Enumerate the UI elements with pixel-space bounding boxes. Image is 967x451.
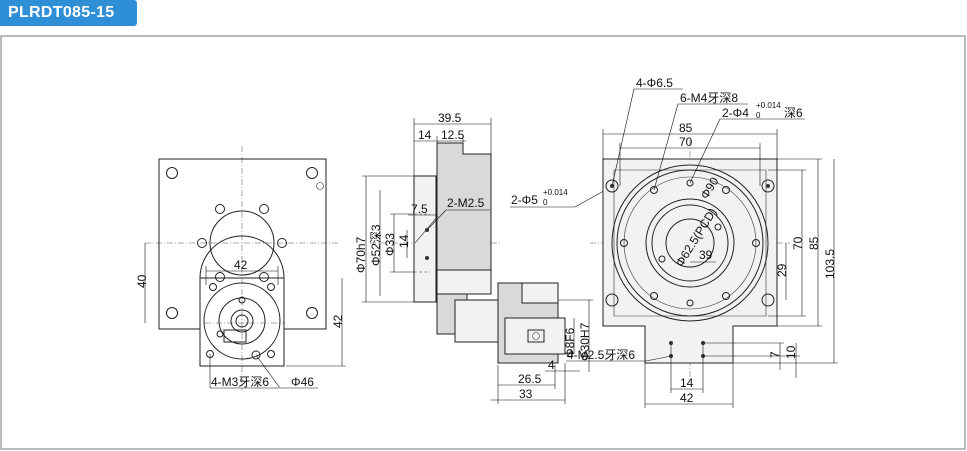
note-phi4-tol0: 0 bbox=[756, 111, 761, 120]
note-phi5-tol0: 0 bbox=[543, 198, 548, 207]
dim-85-right: 85 bbox=[807, 236, 821, 250]
note-2-m2-5: 2-M2.5 bbox=[447, 196, 485, 210]
note-phi46: Φ46 bbox=[291, 375, 314, 389]
front-view: 4-Φ6.5 6-M4牙深8 2-Φ4 +0.014 0 深6 85 70 Φ9… bbox=[566, 76, 838, 408]
dim-40: 40 bbox=[135, 274, 149, 288]
dim-14-top: 14 bbox=[418, 128, 432, 142]
dim-39-5: 39.5 bbox=[438, 111, 462, 125]
note-phi4-depth: 深6 bbox=[784, 106, 803, 120]
dim-phi70h7: Φ70h7 bbox=[354, 236, 368, 273]
note-2-phi5: 2-Φ5 bbox=[511, 193, 538, 207]
drawing-border bbox=[0, 35, 966, 450]
dim-103-5: 103.5 bbox=[823, 249, 837, 279]
dim-85-top: 85 bbox=[679, 121, 693, 135]
dim-phi52: Φ52深3 bbox=[369, 224, 383, 266]
note-4-m2-5: 4-M2.5牙深6 bbox=[567, 348, 635, 362]
dim-26-5: 26.5 bbox=[518, 372, 542, 386]
dim-42-right: 42 bbox=[331, 314, 345, 328]
dim-42-top: 42 bbox=[234, 258, 248, 272]
dim-phi30h7: Φ30H7 bbox=[578, 322, 592, 361]
left-view: 42 40 42 4-M3牙深6 Φ46 bbox=[135, 146, 346, 390]
note-2-phi4: 2-Φ4 bbox=[722, 106, 749, 120]
note-phi5-tol: +0.014 bbox=[543, 188, 568, 197]
dim-14-vert: 14 bbox=[397, 234, 411, 248]
dim-14-bottom: 14 bbox=[680, 376, 694, 390]
dim-29: 29 bbox=[775, 263, 789, 277]
note-4-phi6-5: 4-Φ6.5 bbox=[636, 76, 673, 90]
note-6-m4: 6-M4牙深8 bbox=[680, 91, 738, 105]
model-title-tag: PLRDT085-15 bbox=[0, 0, 137, 26]
dim-phi8f6: Φ8F6 bbox=[563, 327, 577, 358]
side-view: 39.5 14 12.5 7.5 2-M2.5 Φ70h7 Φ52深3 Φ33 … bbox=[354, 111, 628, 404]
note-4-m3: 4-M3牙深6 bbox=[211, 375, 269, 389]
dim-42-bottom: 42 bbox=[680, 391, 694, 405]
dim-33: 33 bbox=[519, 387, 533, 401]
dim-phi33: Φ33 bbox=[383, 233, 397, 256]
dim-12-5: 12.5 bbox=[441, 128, 465, 142]
dim-4: 4 bbox=[548, 358, 555, 372]
dim-70-right: 70 bbox=[791, 236, 805, 250]
dim-10: 10 bbox=[784, 345, 798, 359]
dim-70-top: 70 bbox=[679, 135, 693, 149]
note-phi4-tol: +0.014 bbox=[756, 101, 781, 110]
dim-39: 39 bbox=[699, 248, 713, 262]
dim-7: 7 bbox=[768, 351, 782, 358]
dim-7-5: 7.5 bbox=[411, 202, 428, 216]
